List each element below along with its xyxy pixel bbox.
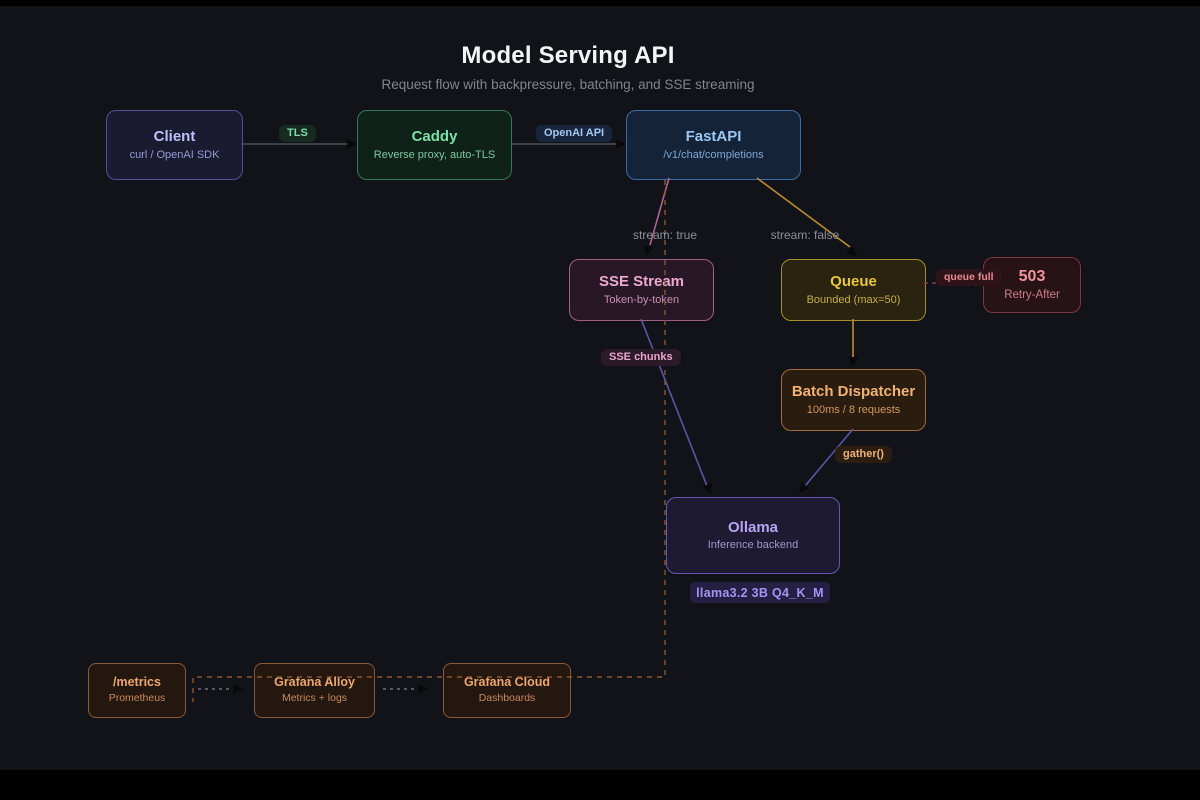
node-caddy: Caddy Reverse proxy, auto-TLS: [357, 110, 512, 180]
node-metrics: /metrics Prometheus: [88, 663, 186, 718]
node-client-title: Client: [153, 128, 196, 146]
letterbox-top: [0, 0, 1200, 6]
page-title: Model Serving API: [461, 42, 675, 69]
node-fastapi-title: FastAPI: [685, 128, 742, 146]
node-caddy-title: Caddy: [411, 128, 458, 146]
letterbox-bottom: [0, 770, 1200, 800]
edge-label-openai-api: OpenAI API: [536, 125, 613, 142]
edge-label-stream-true: stream: true: [632, 228, 698, 242]
edge-label-stream-false: stream: false: [770, 228, 840, 242]
node-grafana-alloy: Grafana Alloy Metrics + logs: [254, 663, 375, 718]
edge-batch-ollama-arrowhead: [799, 482, 810, 493]
node-queue: Queue Bounded (max=50): [781, 259, 926, 321]
edge-fastapi-queue-arrowhead: [845, 246, 857, 256]
node-batch-dispatcher-title: Batch Dispatcher: [791, 383, 916, 401]
edge-label-sse-chunks: SSE chunks: [601, 349, 681, 366]
page-subtitle: Request flow with backpressure, batching…: [381, 77, 755, 92]
node-ollama-title: Ollama: [727, 518, 779, 536]
node-queue-subtitle: Bounded (max=50): [806, 293, 901, 306]
node-metrics-subtitle: Prometheus: [108, 692, 166, 705]
edge-sse-ollama-line: [640, 318, 708, 487]
node-fastapi-subtitle: /v1/chat/completions: [663, 148, 764, 161]
node-grafana-cloud: Grafana Cloud Dashboards: [443, 663, 571, 718]
node-503-title: 503: [1018, 268, 1046, 286]
node-sse-stream-title: SSE Stream: [598, 273, 685, 291]
node-metrics-title: /metrics: [113, 675, 161, 690]
edge-fastapi-sse-arrowhead: [643, 245, 654, 256]
node-client: Client curl / OpenAI SDK: [106, 110, 243, 180]
node-ollama-subtitle: Inference backend: [707, 539, 799, 552]
node-503-subtitle: Retry-After: [1004, 288, 1060, 301]
edge-alloy-cloud-arrowhead: [418, 684, 428, 694]
node-sse-stream-subtitle: Token-by-token: [603, 293, 680, 306]
node-batch-dispatcher-subtitle: 100ms / 8 requests: [806, 403, 901, 416]
edge-label-queue-full: queue full: [936, 269, 1002, 286]
node-503: 503 Retry-After: [983, 257, 1081, 313]
node-grafana-cloud-subtitle: Dashboards: [478, 692, 536, 705]
node-grafana-cloud-title: Grafana Cloud: [463, 675, 551, 690]
edge-caddy-fastapi-arrowhead: [616, 139, 626, 149]
node-batch-dispatcher: Batch Dispatcher 100ms / 8 requests: [781, 369, 926, 431]
edge-metrics-alloy-arrowhead: [233, 684, 243, 694]
model-badge: llama3.2 3B Q4_K_M: [690, 582, 830, 603]
edge-label-gather: gather(): [835, 446, 892, 463]
edge-client-caddy-arrowhead: [347, 139, 357, 149]
node-grafana-alloy-title: Grafana Alloy: [274, 675, 355, 690]
edge-sse-ollama-arrowhead: [702, 482, 712, 494]
edge-label-tls: TLS: [279, 125, 316, 142]
edge-queue-batch-arrowhead: [848, 357, 858, 367]
node-caddy-subtitle: Reverse proxy, auto-TLS: [373, 148, 496, 161]
node-fastapi: FastAPI /v1/chat/completions: [626, 110, 801, 180]
node-ollama: Ollama Inference backend: [666, 497, 840, 574]
node-queue-title: Queue: [830, 273, 877, 291]
node-grafana-alloy-subtitle: Metrics + logs: [281, 692, 348, 705]
node-sse-stream: SSE Stream Token-by-token: [569, 259, 714, 321]
node-client-subtitle: curl / OpenAI SDK: [129, 148, 220, 161]
